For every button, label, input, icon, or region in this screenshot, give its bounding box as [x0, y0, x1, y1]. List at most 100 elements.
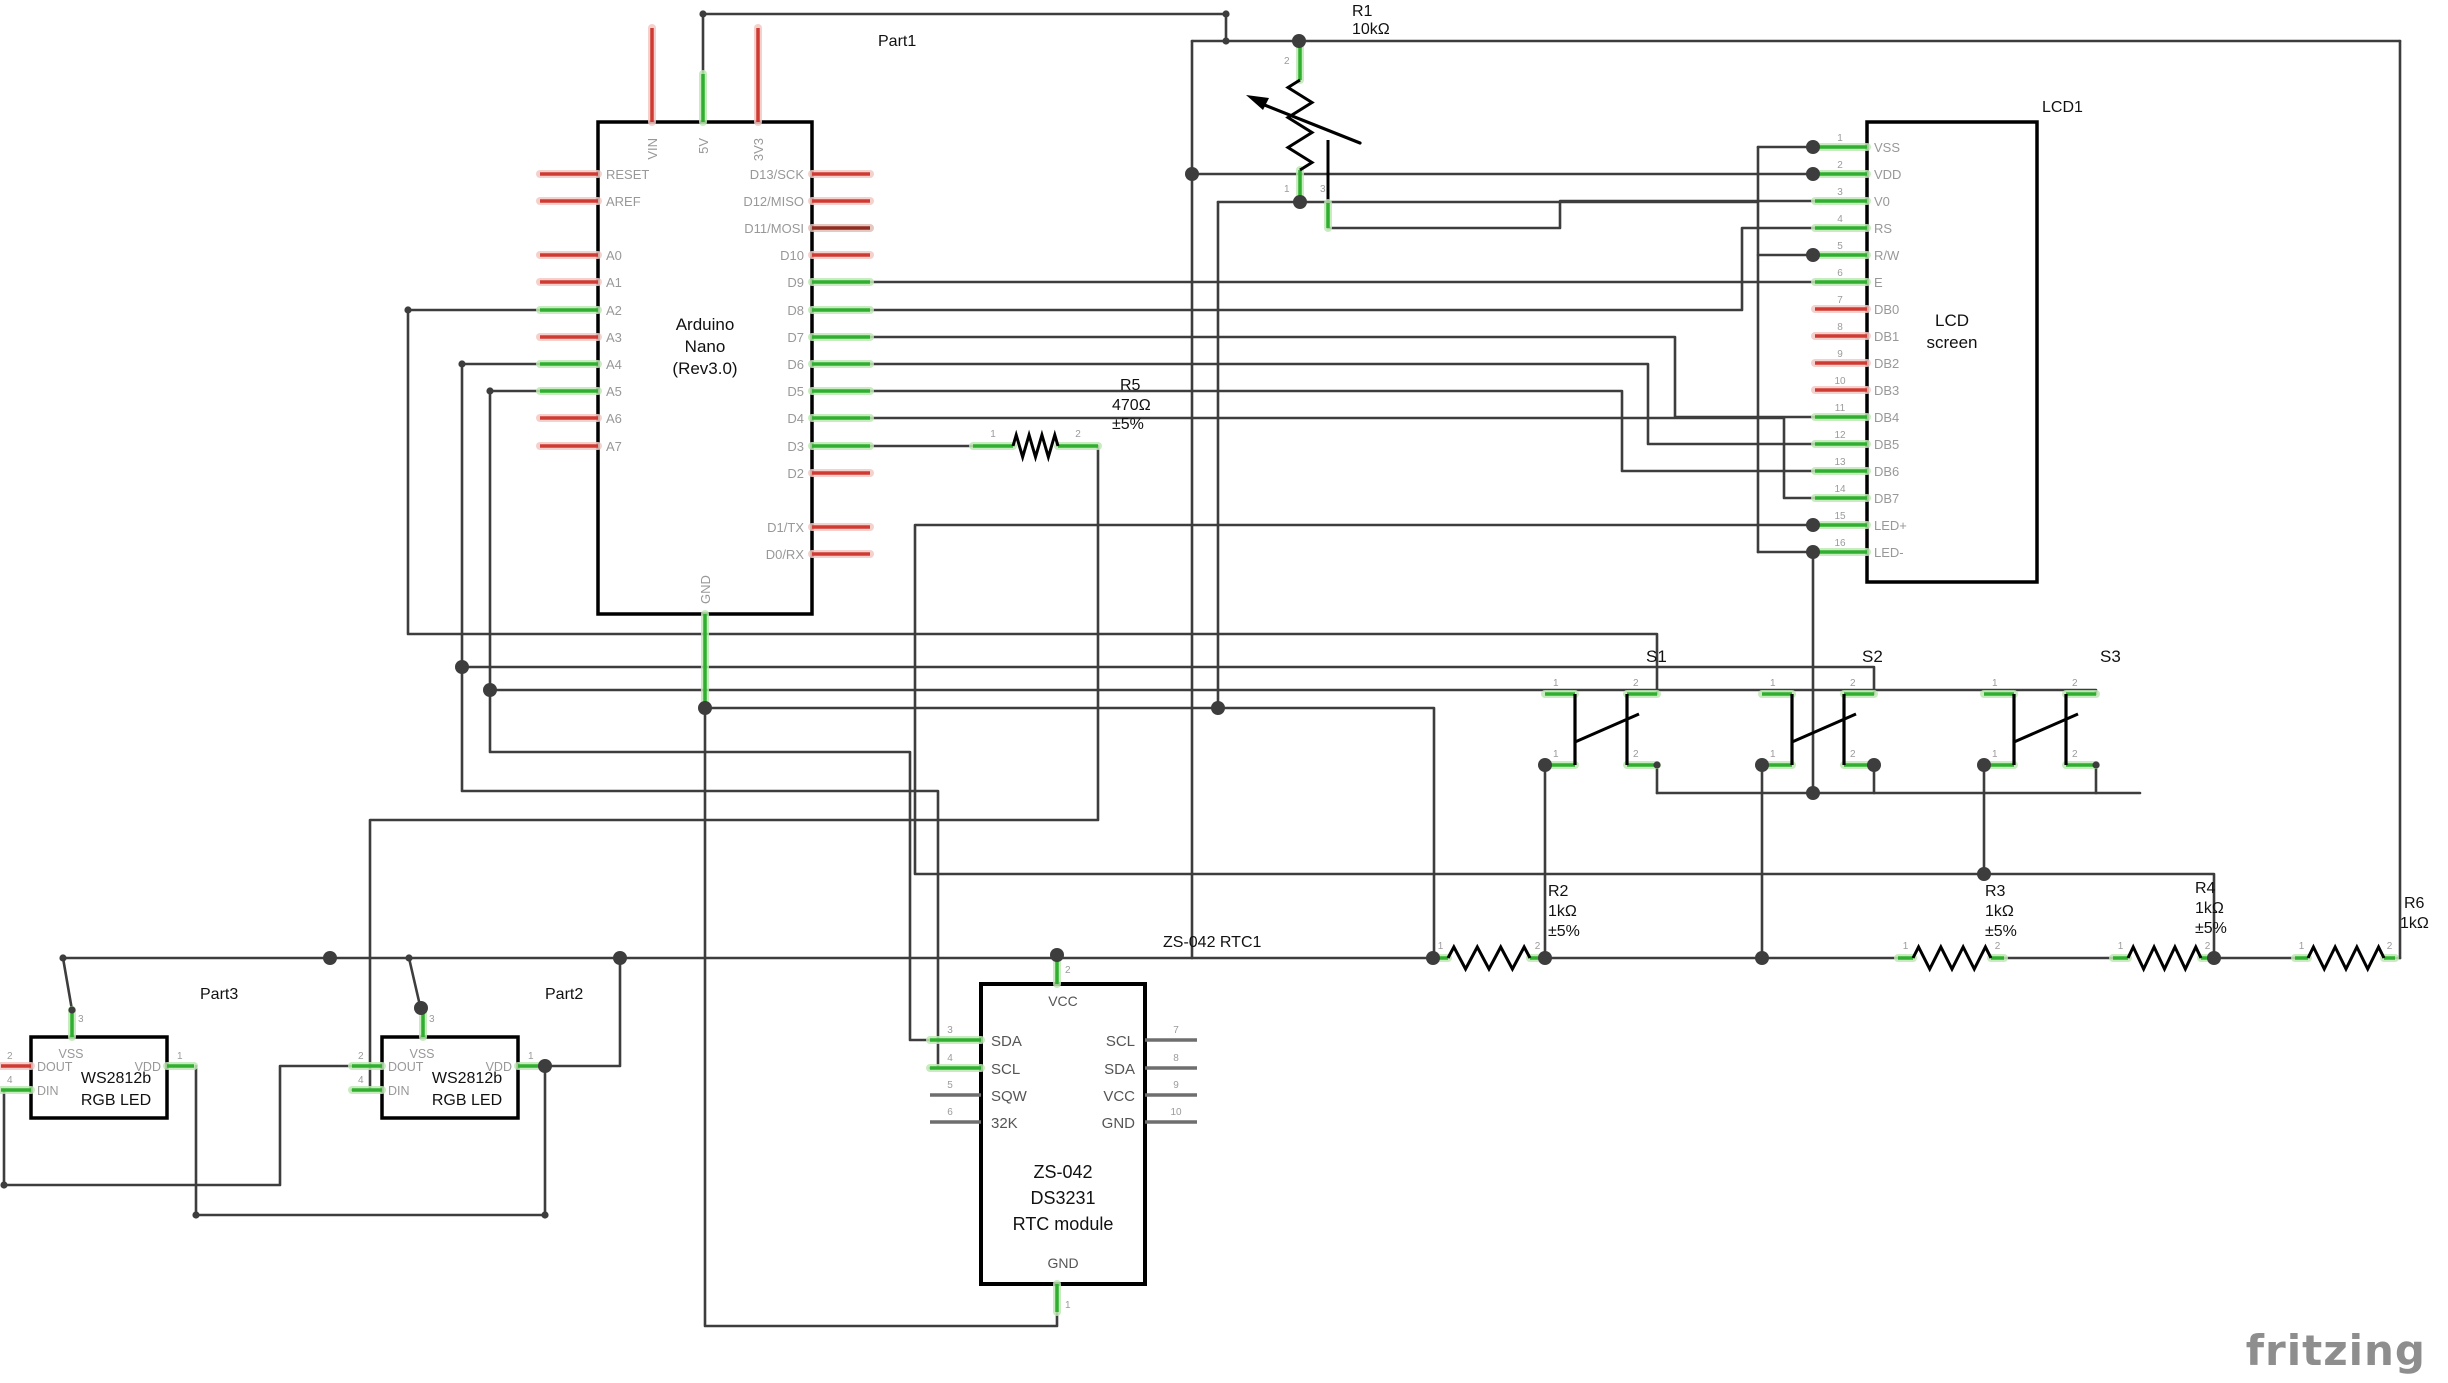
part-label[interactable]: S1 [1646, 647, 1667, 666]
junction-dot [1867, 758, 1881, 772]
pin-number: 2 [358, 1051, 364, 1062]
part-label[interactable]: Part1 [878, 33, 916, 50]
resistor-zigzag[interactable] [2306, 943, 2386, 973]
part-label[interactable]: R2 [1548, 883, 1569, 900]
wire-d7-db4[interactable] [868, 335, 1817, 419]
part-label[interactable]: 470Ω [1112, 397, 1151, 414]
pin-number: 1 [1770, 678, 1776, 689]
junction-dot [613, 951, 627, 965]
wire-pot-v0[interactable] [1326, 199, 1817, 230]
wire-vdd-net[interactable] [194, 1064, 547, 1217]
part-label[interactable]: ±5% [1985, 923, 2017, 940]
pin-number: 2 [1837, 160, 1843, 171]
pot-wiper-arrow[interactable] [1260, 102, 1362, 145]
wire-a5-sda[interactable] [488, 389, 932, 1042]
led-body[interactable] [380, 1035, 520, 1120]
wire-a4-s2[interactable] [460, 665, 1876, 696]
pin-number: 3 [78, 1014, 84, 1025]
part-label[interactable]: R4 [2195, 880, 2216, 897]
pin-label-DB0: DB0 [1874, 302, 1899, 317]
pin-label-SQW: SQW [991, 1088, 1028, 1105]
part-label[interactable]: S3 [2100, 647, 2121, 666]
rtc-body[interactable] [979, 982, 1147, 1286]
part-label[interactable]: 1kΩ [1548, 903, 1577, 920]
wire-gnd-down[interactable] [703, 706, 1059, 1328]
switch-actuator[interactable] [1574, 712, 1640, 744]
led-body[interactable] [29, 1035, 169, 1120]
junction-dot [323, 951, 337, 965]
part-label[interactable]: ZS-042 RTC1 [1163, 934, 1262, 951]
rtc-title: DS3231 [1030, 1188, 1095, 1208]
wire-a2-s1[interactable] [406, 308, 1659, 696]
wire-dout-din-chain[interactable] [2, 1064, 354, 1187]
part-label[interactable]: LCD1 [2042, 99, 2083, 116]
wire-d5-db6[interactable] [868, 389, 1817, 473]
pin-label-VSS: VSS [58, 1047, 83, 1061]
pin-label-A0: A0 [606, 248, 622, 263]
resistor-zigzag[interactable] [1911, 943, 1993, 973]
pin-label-A1: A1 [606, 275, 622, 290]
pin-number: 1 [1837, 133, 1843, 144]
part-label[interactable]: ±5% [2195, 920, 2227, 937]
switch-actuator[interactable] [2013, 712, 2079, 744]
bend-dot [458, 360, 466, 368]
pin-number: 10 [1834, 376, 1846, 387]
switch-actuator[interactable] [1791, 712, 1857, 744]
lcd-title: screen [1926, 333, 1977, 352]
bend-dot [68, 1006, 76, 1014]
pot-zigzag[interactable] [1285, 78, 1315, 172]
bend-dot [1222, 10, 1230, 18]
pin-label-VCC: VCC [1103, 1088, 1135, 1105]
wire-5v-top[interactable] [701, 12, 1228, 76]
pin-number: 2 [2072, 749, 2078, 760]
resistor-zigzag[interactable] [1446, 943, 1532, 973]
pin-label-DOUT: DOUT [37, 1060, 73, 1074]
part-label[interactable]: R3 [1985, 883, 2006, 900]
wire-gnd-rail[interactable] [703, 706, 1436, 960]
lcd-screen[interactable]: LCDscreenLCD1VSS1VDD2V03RS4R/W5E6DB07DB1… [1811, 99, 2083, 584]
wire-d4-db7[interactable] [868, 416, 1817, 500]
wire-vdd-feed[interactable] [543, 956, 622, 1068]
arduino-body[interactable] [596, 120, 814, 616]
resistor-zigzag[interactable] [1011, 429, 1060, 463]
wire-d6-db5[interactable] [868, 362, 1817, 446]
part-label[interactable]: S2 [1862, 647, 1883, 666]
part-label[interactable]: Part2 [545, 986, 583, 1003]
wire-d8-rs[interactable] [868, 226, 1817, 312]
junction-dot [1538, 951, 1552, 965]
wire-ledp[interactable] [913, 523, 2216, 960]
part-label[interactable]: R6 [2404, 895, 2425, 912]
part-label[interactable]: R5 [1120, 377, 1141, 394]
pin-label-GND: GND [1102, 1115, 1136, 1132]
part-label[interactable]: 10kΩ [1352, 21, 1390, 38]
pin-label-D13/SCK: D13/SCK [750, 167, 805, 182]
part-label[interactable]: R1 [1352, 3, 1373, 20]
part-label[interactable]: Part3 [200, 986, 238, 1003]
part-label[interactable]: ±5% [1548, 923, 1580, 940]
bend-dot [2092, 761, 2100, 769]
part-label[interactable]: 1kΩ [1985, 903, 2014, 920]
pin-label-VSS: VSS [409, 1047, 434, 1061]
resistor-zigzag[interactable] [2126, 943, 2203, 973]
part-label[interactable]: 1kΩ [2400, 915, 2429, 932]
wire-diag-part3[interactable] [61, 956, 74, 1012]
part-label[interactable]: ±5% [1112, 416, 1144, 433]
part-label[interactable]: 1kΩ [2195, 900, 2224, 917]
pin-number: 1 [177, 1051, 183, 1062]
pin-label-D0/RX: D0/RX [766, 547, 805, 562]
arduino-nano[interactable]: ArduinoNano(Rev3.0)Part1RESETAREFA0A1A2A… [536, 24, 916, 712]
bend-dot [1653, 761, 1661, 769]
lcd-body[interactable] [1865, 120, 2039, 584]
